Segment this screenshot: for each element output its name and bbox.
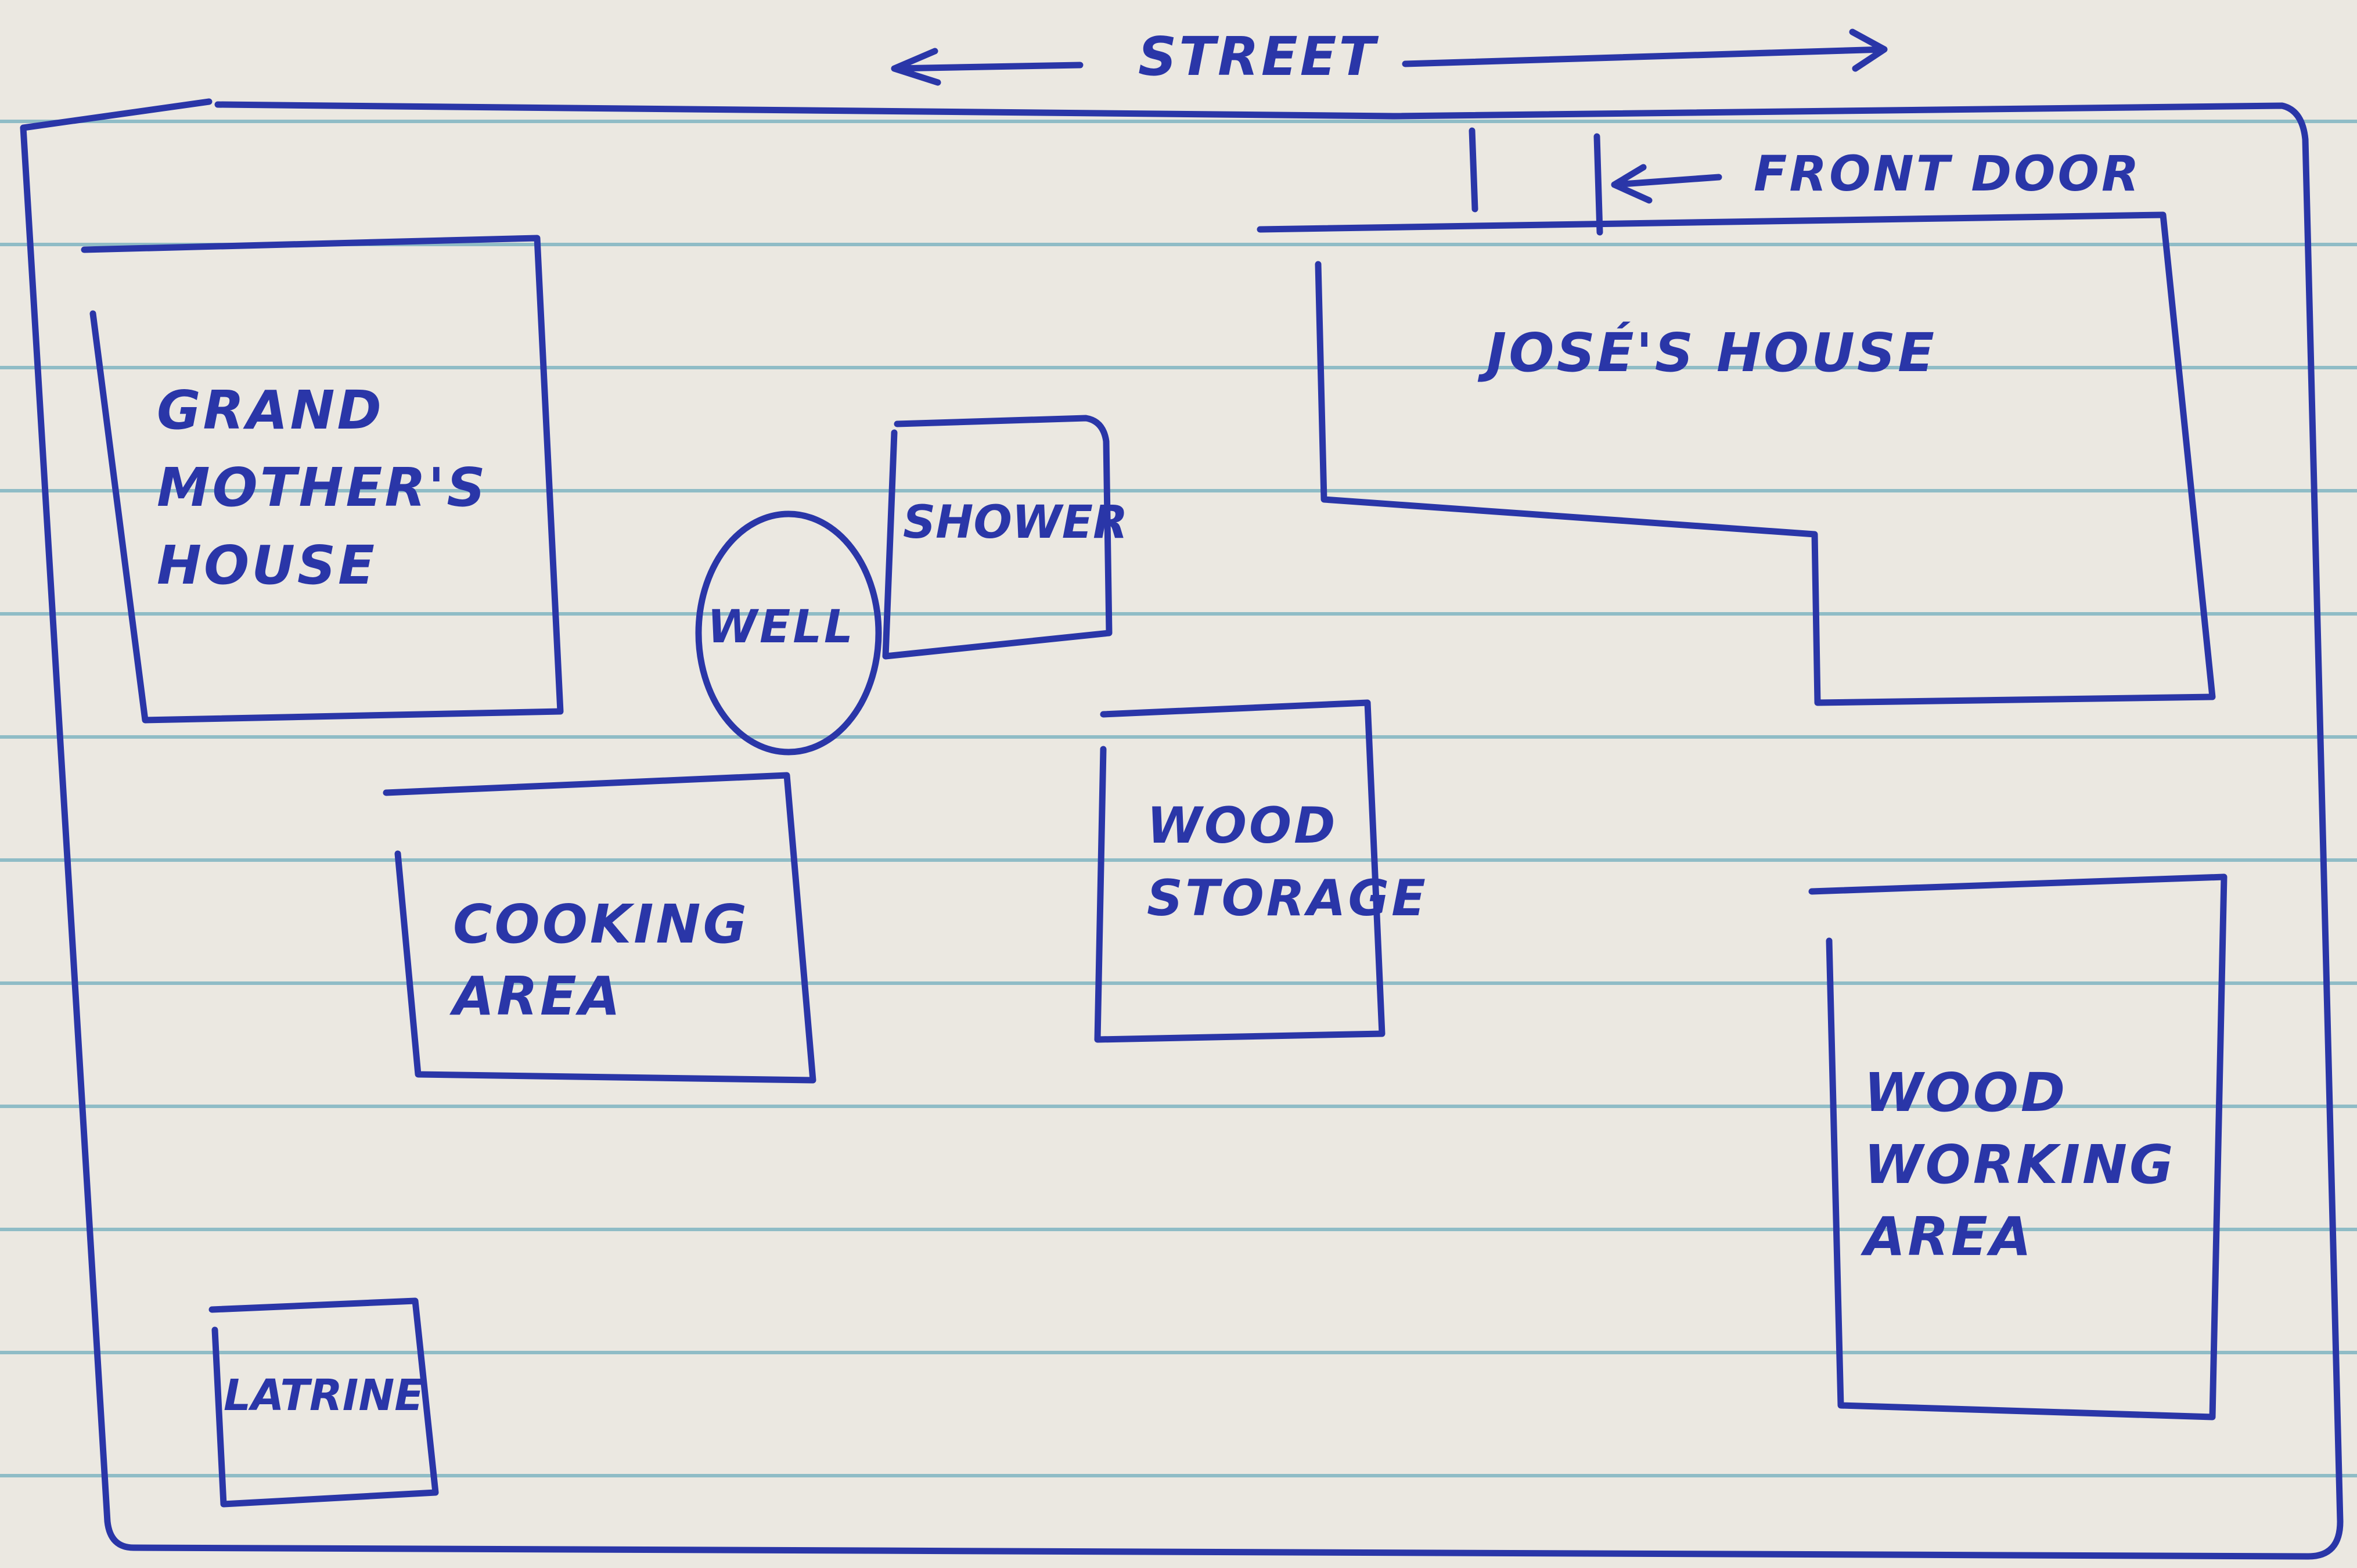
wood-working-area-outline [1808, 873, 2228, 1420]
wood-working-area-label: WOOD WORKING AREA [1864, 1062, 2176, 1268]
cooking-area-outline [383, 772, 816, 1084]
latrine-label: LATRINE [224, 1371, 424, 1420]
jose-house-label: JOSÉ'S HOUSE [1487, 322, 1937, 384]
grandmother-house-outline [81, 235, 564, 724]
street-label: STREET [1138, 26, 1378, 88]
grandmother-house-label: GRAND MOTHER'S HOUSE [157, 379, 488, 596]
street-arrow-left [891, 48, 1084, 86]
cooking-area-label: COOKING AREA [453, 893, 749, 1028]
street-arrow-right [1402, 28, 1888, 72]
property-boundary [20, 98, 2344, 1560]
jose-house-outline [1257, 211, 2216, 706]
well-label: WELL [707, 601, 855, 653]
wood-storage-outline [1094, 699, 1386, 1043]
front-door-arrow [1611, 164, 1722, 204]
shower-outline [882, 415, 1113, 660]
wood-storage-label: WOOD STORAGE [1147, 797, 1428, 927]
well-outline [695, 510, 882, 756]
front-door [1469, 127, 1603, 236]
front-door-label: FRONT DOOR [1754, 145, 2142, 202]
shower-label: SHOWER [903, 497, 1128, 549]
latrine-outline [208, 1297, 439, 1508]
